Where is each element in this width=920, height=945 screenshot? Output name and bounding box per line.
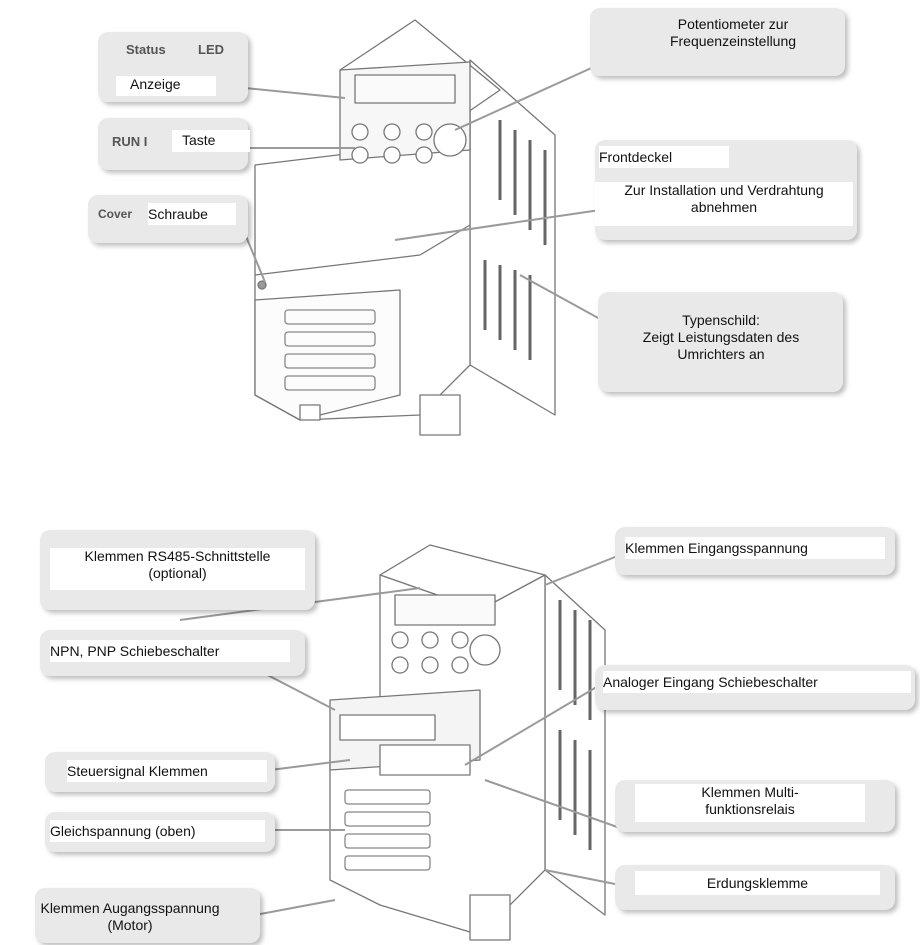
relay-terminals-line2: funktionsrelais [705, 801, 795, 817]
relay-terminals-line1: Klemmen Multi- [701, 784, 799, 800]
run-key-label: Taste [172, 130, 250, 152]
status-led-label: Anzeige [116, 76, 216, 96]
callout-front-cover: Frontdeckel Zur Installation und Verdrah… [595, 140, 857, 240]
callout-input-terminals: Klemmen Eingangsspannung [615, 527, 895, 575]
potentiometer-line1: Potentiometer zur [677, 16, 789, 32]
status-led-prefix: Status [126, 42, 166, 57]
callout-status-led: Status LED Anzeige [98, 32, 248, 102]
analog-switch-label: Analoger Eingang Schiebeschalter [603, 671, 911, 693]
dc-voltage-label: Gleichspannung (oben) [50, 820, 265, 842]
ground-terminal-label: Erdungsklemme [635, 871, 880, 895]
callout-cover-screw: Cover Schraube [88, 195, 248, 243]
output-terminals-line1: Klemmen Augangsspannung [40, 900, 220, 916]
callout-npn-pnp: NPN, PNP Schiebeschalter [40, 630, 305, 676]
callout-dc-voltage: Gleichspannung (oben) [45, 812, 275, 852]
cover-screw-label: Schraube [148, 203, 236, 225]
nameplate-line2: Zeigt Leistungsdaten des [642, 329, 800, 345]
nameplate-line1: Typenschild: [682, 312, 760, 328]
callout-run-key: RUN I Taste [98, 118, 250, 170]
input-terminals-label: Klemmen Eingangsspannung [625, 537, 885, 559]
callout-analog-switch: Analoger Eingang Schiebeschalter [595, 665, 915, 710]
cover-screw-prefix: Cover [98, 207, 133, 221]
callout-potentiometer: Potentiometer zur Frequenzeinstellung [590, 8, 845, 76]
top-inverter-drawing [254, 19, 556, 436]
rs485-line2: (optional) [148, 565, 207, 581]
callout-rs485: Klemmen RS485-Schnittstelle (optional) [40, 530, 315, 610]
front-cover-line2: abnehmen [690, 199, 758, 215]
front-cover-line1: Zur Installation und Verdrahtung [624, 182, 824, 198]
rs485-line1: Klemmen RS485-Schnittstelle [84, 548, 271, 564]
callout-relay-terminals: Klemmen Multi- funktionsrelais [615, 780, 895, 832]
bottom-inverter-drawing [329, 544, 606, 941]
callout-ground-terminal: Erdungsklemme [615, 865, 895, 910]
front-cover-title: Frontdeckel [599, 146, 729, 168]
npn-pnp-label: NPN, PNP Schiebeschalter [50, 640, 290, 662]
potentiometer-line2: Frequenzeinstellung [669, 33, 797, 49]
run-key-prefix: RUN I [112, 134, 148, 149]
status-led-suffix: LED [198, 42, 224, 57]
callout-nameplate: Typenschild: Zeigt Leistungsdaten des Um… [598, 292, 843, 392]
callout-control-terminals: Steuersignal Klemmen [45, 752, 275, 792]
control-terminals-label: Steuersignal Klemmen [67, 760, 267, 782]
nameplate-line3: Umrichters an [677, 346, 765, 362]
callout-output-terminals: Klemmen Augangsspannung (Motor) [35, 888, 260, 943]
output-terminals-line2: (Motor) [107, 917, 153, 933]
